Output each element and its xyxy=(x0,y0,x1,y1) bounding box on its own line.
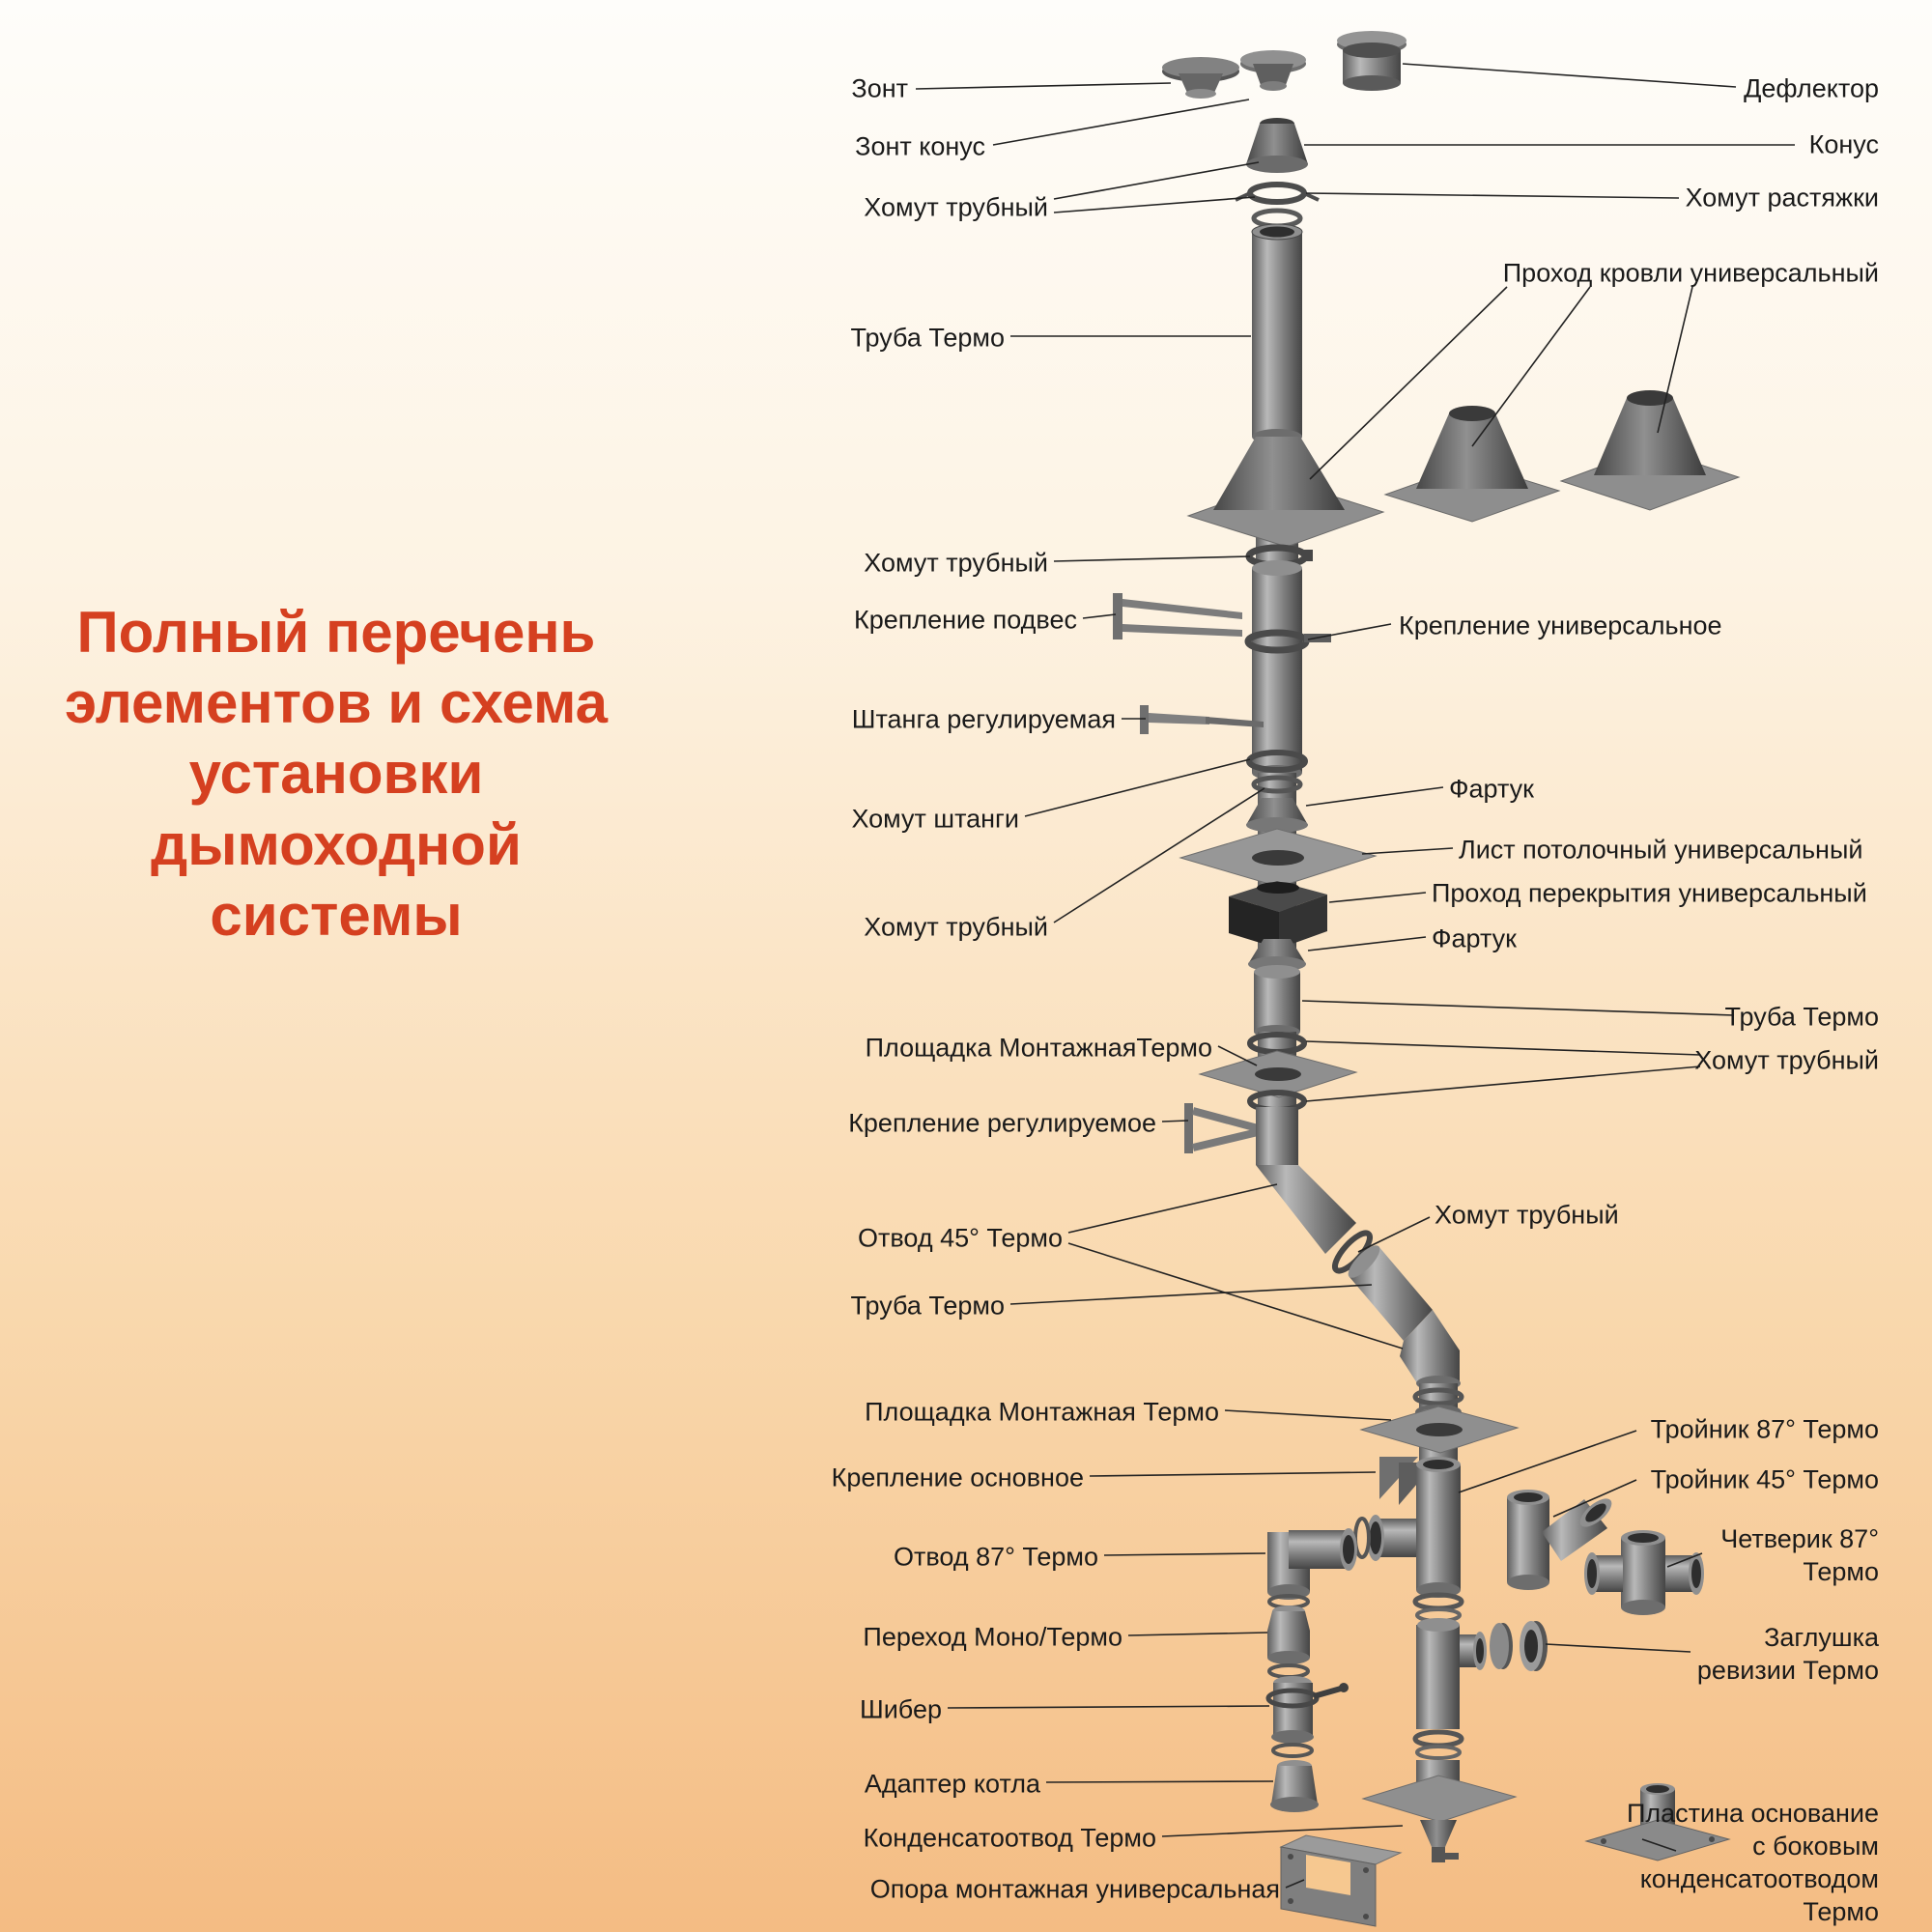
part-zont-konus xyxy=(1240,50,1306,91)
label-shtanga-reguliruemaya: Штанга регулируемая xyxy=(851,704,1116,734)
label-opora-montazhnaya: Опора монтажная универсальная xyxy=(869,1874,1280,1904)
label-khomut-trubnyy-2: Хомут трубный xyxy=(864,548,1048,578)
label-konus: Конус xyxy=(1808,129,1879,159)
part-otvod-45-1 xyxy=(1256,1165,1356,1254)
part-chetverik-87 xyxy=(1584,1530,1704,1615)
label-deflektor: Дефлектор xyxy=(1744,73,1879,103)
label-khomut-trubnyy-r1: Хомут трубный xyxy=(1694,1045,1879,1075)
label-list-potolochnyy: Лист потолочный универсальный xyxy=(1459,835,1863,865)
part-kreplenie-podves xyxy=(1113,593,1242,639)
label-zont: Зонт xyxy=(851,73,908,103)
part-ring xyxy=(1415,1745,1462,1760)
label-fartuk-2: Фартук xyxy=(1432,923,1517,953)
part-ring xyxy=(1271,1743,1314,1758)
label-fartuk-1: Фартук xyxy=(1449,774,1534,804)
label-truba-termo-2: Труба Термо xyxy=(850,1291,1005,1321)
part-truba-termo-3 xyxy=(1254,965,1300,1038)
label-khomut-trubnyy-1: Хомут трубный xyxy=(864,192,1048,222)
label-kreplenie-osnovnoe: Крепление основное xyxy=(831,1463,1084,1492)
part-shtanga-reguliruemaya xyxy=(1140,705,1264,734)
label-prokhod-krovli: Проход кровли универсальный xyxy=(1502,258,1879,288)
part-ring xyxy=(1412,1729,1464,1748)
label-shiber: Шибер xyxy=(859,1694,942,1724)
label-kondensatootvod-termo: Конденсатоотвод Термо xyxy=(863,1823,1156,1853)
part-prokhod-krovli-2 xyxy=(1383,406,1561,523)
part-shiber xyxy=(1265,1676,1349,1744)
label-khomut-shtangi: Хомут штанги xyxy=(851,804,1019,834)
label-otvod-87-termo: Отвод 87° Термо xyxy=(893,1542,1098,1572)
part-kondensatootvod xyxy=(1420,1820,1459,1862)
part-ring xyxy=(1251,775,1303,794)
label-plastina-osnovanie: Пластина основание с боковым конденсатоо… xyxy=(1626,1798,1879,1927)
label-perekhod-mono-termo: Переход Моно/Термо xyxy=(863,1622,1122,1652)
part-prokhod-perekrytiya xyxy=(1229,881,1327,949)
part-plastina-osnovanie xyxy=(1584,1783,1731,1861)
label-khomut-trubnyy-3: Хомут трубный xyxy=(864,912,1048,942)
label-zaglushka-revizii: Заглушка ревизии Термо xyxy=(1696,1622,1879,1685)
part-troynik-87 xyxy=(1367,1457,1461,1598)
label-truba-termo-r: Труба Термо xyxy=(1724,1002,1879,1032)
label-khomut-trubnyy-r2: Хомут трубный xyxy=(1435,1200,1619,1230)
poster-title: Полный перечень элементов и схема устано… xyxy=(65,600,608,948)
part-ploshchadka-montazhnaya-1 xyxy=(1198,1050,1358,1098)
part-kreplenie-reguliruemoe xyxy=(1184,1103,1260,1153)
part-ring xyxy=(1412,1592,1464,1611)
part-ring xyxy=(1353,1517,1371,1559)
label-chetverik-87: Четверик 87° Термо xyxy=(1720,1523,1879,1586)
label-otvod-45-termo: Отвод 45° Термо xyxy=(857,1223,1063,1253)
part-prokhod-krovli-1 xyxy=(1186,437,1385,548)
label-kreplenie-reguliruemoe: Крепление регулируемое xyxy=(848,1108,1156,1138)
part-khomut-shtangi xyxy=(1246,750,1308,773)
label-prokhod-perekrytiya: Проход перекрытия универсальный xyxy=(1432,878,1867,908)
part-ring xyxy=(1267,1663,1310,1679)
label-kreplenie-universalnoe: Крепление универсальное xyxy=(1399,611,1722,640)
part-deflektor xyxy=(1337,31,1406,91)
part-perekhod-mono-termo xyxy=(1267,1605,1310,1664)
leader-lines xyxy=(915,63,1795,1889)
label-ploshchadka-montazhnaya-termo-1: Площадка МонтажнаяТермо xyxy=(865,1033,1212,1063)
part-truba-termo-2 xyxy=(1252,560,1302,781)
part-truba-termo-1 xyxy=(1251,223,1303,444)
label-adapter-kotla: Адаптер котла xyxy=(864,1769,1040,1799)
part-otvod-87 xyxy=(1267,1528,1357,1600)
label-khomut-rastyazhki: Хомут растяжки xyxy=(1685,183,1879,213)
part-list-potolochnyy xyxy=(1179,828,1378,888)
part-truba-termo-diagonal xyxy=(1348,1245,1433,1341)
label-zont-konus: Зонт конус xyxy=(855,131,985,161)
part-pipe-segment xyxy=(1256,1107,1298,1165)
label-ploshchadka-montazhnaya-termo-2: Площадка Монтажная Термо xyxy=(865,1397,1219,1427)
part-konus xyxy=(1246,118,1308,173)
label-troynik-45: Тройник 45° Термо xyxy=(1650,1464,1879,1494)
part-opora-montazhnaya xyxy=(1279,1834,1403,1927)
part-revision-tee xyxy=(1416,1618,1487,1729)
label-truba-termo-1: Труба Термо xyxy=(850,323,1005,353)
part-fartuk-1 xyxy=(1246,798,1308,833)
label-kreplenie-podves: Крепление подвес xyxy=(853,605,1077,635)
part-adapter-kotla xyxy=(1270,1760,1319,1812)
part-zont xyxy=(1162,57,1239,99)
label-troynik-87: Тройник 87° Термо xyxy=(1650,1414,1879,1444)
part-ploshchadka-montazhnaya-2 xyxy=(1359,1406,1520,1454)
part-troynik-45 xyxy=(1507,1490,1612,1590)
part-base-plate xyxy=(1361,1775,1518,1823)
part-prokhod-krovli-3 xyxy=(1559,390,1741,511)
part-zaglushka-revizii xyxy=(1490,1621,1548,1671)
part-ring xyxy=(1412,1387,1464,1406)
